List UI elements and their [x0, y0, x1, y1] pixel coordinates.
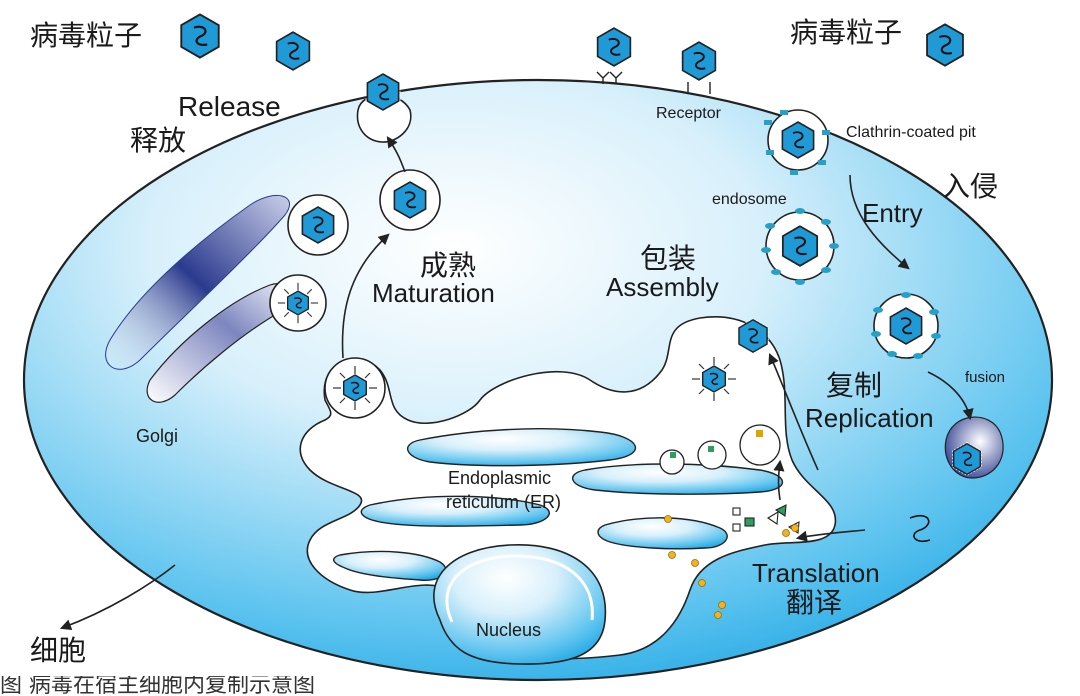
virion-receptor-2 [680, 40, 718, 82]
virion-top-right [924, 22, 966, 68]
label-translation-cn: 翻译 [786, 586, 842, 619]
viral-rna [909, 514, 931, 542]
label-clathrin: Clathrin-coated pit [846, 124, 976, 141]
virion-top-mid [274, 30, 312, 72]
label-entry-cn: 入侵 [942, 170, 998, 203]
ribosomes [664, 515, 799, 619]
label-entry-en: Entry [862, 198, 923, 228]
label-release-cn: 释放 [130, 124, 186, 157]
virion-receptor-1 [595, 26, 633, 68]
label-virion-left: 病毒粒子 [30, 19, 142, 52]
virion-top-left [178, 12, 222, 60]
replication-complexes [670, 430, 763, 458]
process-arrows [59, 136, 974, 631]
replication-vesicles [659, 424, 781, 475]
er-lumen-channels [333, 428, 783, 581]
label-translation-en: Translation [752, 558, 880, 588]
figure-caption: 图 病毒在宿主细胞内复制示意图 [0, 676, 315, 696]
label-replication-cn: 复制 [826, 369, 882, 402]
label-replication-en: Replication [805, 403, 934, 433]
label-cell: 细胞 [30, 634, 86, 667]
label-golgi: Golgi [136, 426, 178, 446]
label-virion-right: 病毒粒子 [790, 16, 902, 49]
label-receptor: Receptor [656, 105, 722, 122]
label-nucleus: Nucleus [476, 620, 541, 640]
label-assembly-cn: 包装 [640, 242, 696, 275]
label-release-en: Release [178, 91, 281, 122]
label-maturation-cn: 成熟 [420, 249, 476, 282]
label-maturation-en: Maturation [372, 278, 495, 308]
label-assembly-en: Assembly [606, 272, 719, 302]
label-fusion: fusion [965, 369, 1005, 386]
receptors [596, 71, 711, 94]
label-endosome: endosome [712, 191, 787, 208]
label-er-line2: reticulum (ER) [446, 492, 561, 512]
label-er-line1: Endoplasmic [448, 468, 551, 488]
nucleus [433, 544, 607, 665]
